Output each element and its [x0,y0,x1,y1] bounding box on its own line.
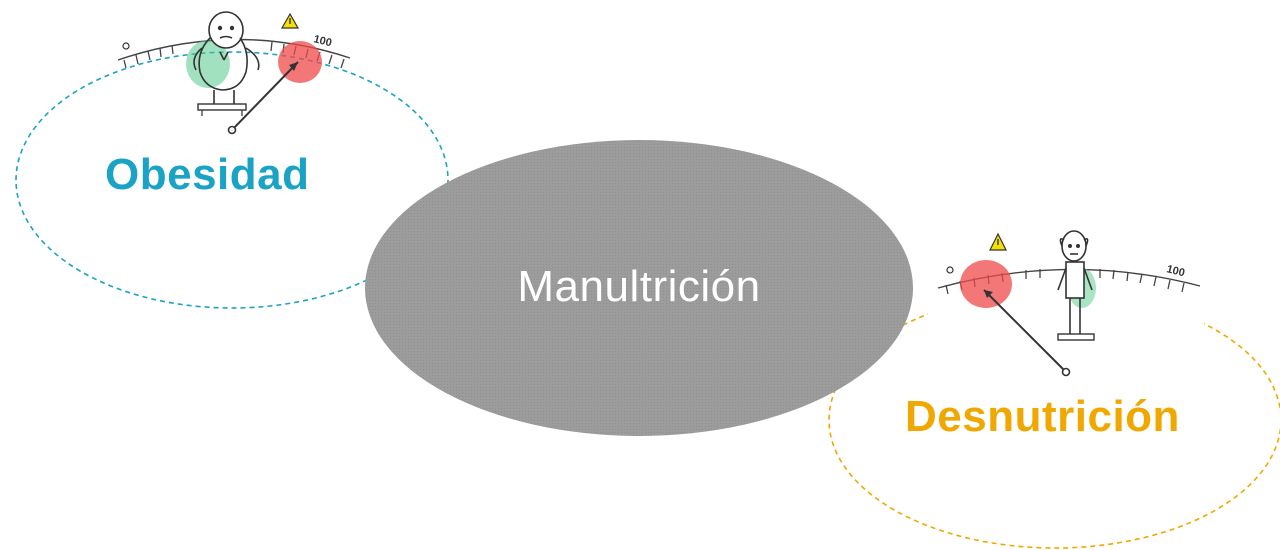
obesidad-label: Obesidad [105,150,310,199]
desnutricion-gauge-zero-mark [946,266,954,274]
obesidad-gauge-end-label: 100 [312,33,333,49]
center-label-manultricion: Manultrición [517,262,761,311]
obesidad-scale-illustration [117,11,351,135]
desnutricion-gauge-red-zone [960,260,1012,308]
desnutricion-label: Desnutrición [905,392,1180,441]
obesidad-dashed-ellipse [15,51,449,309]
obese-person-icon [193,11,260,104]
obesidad-gauge-needle [231,61,299,131]
desnutricion-scale-illustration [928,204,1204,390]
desnutricion-gauge-needle [983,289,1067,373]
obesidad-gauge-zero-mark [122,42,130,50]
center-ellipse [365,140,913,436]
desnutricion-scale-platform [1057,333,1095,341]
obesidad-needle-pivot [227,125,237,135]
desnutricion-gauge-end-label: 100 [1165,263,1186,279]
desnutricion-needle-pivot [1061,367,1071,377]
thin-person-icon [1057,230,1093,334]
obesidad-scale-platform [197,103,247,111]
